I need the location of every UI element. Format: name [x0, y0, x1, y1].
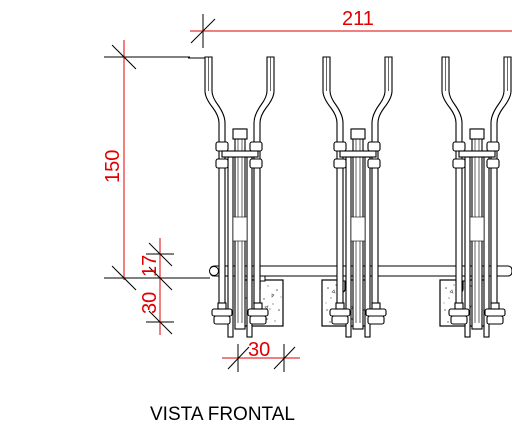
dimension-total-height-label: 150 — [102, 150, 124, 183]
dimension-total-height — [104, 40, 210, 291]
dimension-base-upper-label: 17 — [139, 255, 161, 277]
drawing-caption: VISTA FRONTAL — [150, 404, 295, 425]
dimension-total-width-label: 211 — [342, 8, 374, 30]
base-bar-end-cap — [209, 266, 219, 276]
dimension-total-width — [188, 14, 512, 59]
dimension-base-lower-label: 30 — [139, 292, 161, 314]
dimension-base-heights — [146, 238, 174, 335]
dimension-footing-width — [222, 344, 300, 372]
dimension-footing-width-label: 30 — [248, 339, 270, 361]
